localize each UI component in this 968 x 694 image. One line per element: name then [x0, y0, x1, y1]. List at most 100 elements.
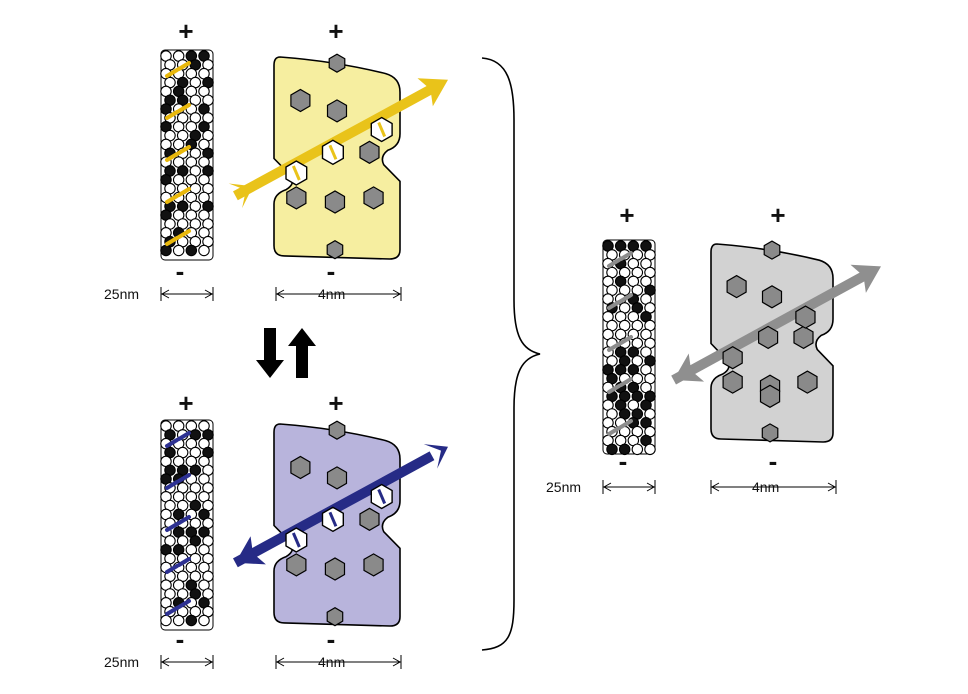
hexagon-subunit [326, 99, 348, 123]
panel-top: + - 25nm + - 4nm [104, 16, 448, 302]
channel-mark [328, 511, 338, 527]
hexagon-subunit [722, 370, 743, 394]
hexagon-subunit [290, 455, 311, 480]
microtubule-top [160, 49, 214, 261]
channel-mark [328, 144, 338, 160]
tube-helix-mark [165, 103, 191, 120]
hexagon-subunit [797, 370, 818, 394]
microtubule-bottom [160, 419, 214, 631]
tube-subunit [644, 443, 656, 456]
transport-arrow-head [850, 264, 881, 293]
double-arrow-icon [256, 328, 316, 378]
tube-helix-mark [607, 377, 633, 394]
tube-width-bar-right [602, 480, 656, 494]
tube-subunit [185, 614, 198, 627]
channel-mark [377, 121, 387, 138]
transport-arrow-head [235, 536, 266, 565]
hexagon-subunit [286, 553, 307, 577]
tube-helix-mark [607, 293, 633, 310]
tube-plus-label-top: + [178, 16, 193, 46]
tube-helix-mark [607, 251, 633, 268]
tube-subunit [185, 244, 198, 257]
hexagon-subunit [326, 607, 344, 627]
hexagon-subunit [324, 190, 346, 214]
tube-helix-mark [165, 599, 191, 616]
tube-subunit [198, 614, 210, 627]
slab-plus-label-top: + [328, 16, 343, 46]
tube-subunit [606, 443, 618, 456]
tube-subunit [631, 443, 644, 456]
hexagon-subunit [757, 325, 779, 350]
slab-plus-label-bottom: + [328, 388, 343, 418]
hexagon-subunit [761, 423, 779, 443]
panel-right: + - 25nm + - 4nm [546, 200, 881, 495]
channel-mark [377, 488, 387, 505]
hexagon-subunit [326, 466, 348, 490]
membrane-slab-bottom [233, 420, 448, 627]
slab-width-label-right: 4nm [752, 479, 779, 495]
slab-minus-label-bottom: - [327, 624, 336, 654]
tube-width-label-top: 25nm [104, 286, 139, 302]
transport-arrow-head [417, 78, 448, 107]
tube-subunit [160, 614, 172, 627]
hexagon-subunit [763, 240, 781, 260]
hexagon-subunit [761, 285, 783, 309]
hexagon-subunit [359, 140, 380, 164]
hexagon-subunit [793, 325, 814, 350]
hexagon-subunit [324, 557, 346, 581]
right-curly-brace-icon [481, 57, 541, 651]
tube-helix-mark [165, 431, 191, 448]
tube-minus-label-top: - [176, 256, 185, 286]
slab-width-bar-top [275, 287, 402, 301]
transport-arrow-tail [228, 183, 253, 209]
hexagon-subunit [363, 186, 384, 210]
tube-width-label-bottom: 25nm [104, 654, 139, 670]
transport-arrow-head [673, 353, 705, 382]
transport-arrow-tail [423, 444, 448, 469]
tube-helix-mark [165, 61, 191, 78]
tube-subunit [172, 614, 185, 627]
tube-helix-mark [165, 515, 191, 532]
hexagon-subunit [328, 420, 346, 440]
tube-helix-mark [607, 335, 633, 352]
tube-width-bar-bottom [160, 655, 214, 669]
hexagon-subunit [359, 507, 380, 531]
tube-helix-mark [165, 557, 191, 574]
tube-helix-mark [165, 229, 191, 246]
hexagon-subunit [722, 346, 743, 370]
slab-width-bar-bottom [275, 655, 402, 669]
tube-subunit [198, 244, 210, 257]
hexagon-subunit [363, 553, 384, 577]
hexagon-subunit [290, 88, 311, 113]
slab-width-bar-right [710, 480, 837, 494]
slab-plus-label-right: + [770, 200, 785, 230]
tube-width-bar-top [160, 287, 214, 301]
panel-bottom: + - 25nm + - 4nm [104, 388, 448, 670]
hexagon-subunit [326, 240, 344, 260]
tube-subunit [618, 443, 631, 456]
hexagon-subunit [328, 53, 346, 73]
tube-helix-mark [607, 419, 633, 436]
hexagon-subunit [795, 305, 816, 329]
slab-width-label-top: 4nm [318, 286, 345, 302]
microtubule-right [602, 239, 656, 456]
tube-plus-label-right: + [619, 200, 634, 230]
tube-helix-mark [165, 187, 191, 204]
channel-mark [291, 165, 301, 181]
slab-minus-label-right: - [769, 446, 778, 476]
tube-plus-label-bottom: + [178, 388, 193, 418]
hexagon-subunit [759, 384, 781, 408]
tube-minus-label-right: - [619, 446, 628, 476]
tube-helix-mark [165, 473, 191, 490]
tube-subunit [160, 244, 172, 257]
tube-minus-label-bottom: - [176, 624, 185, 654]
channel-mark [291, 532, 301, 548]
hexagon-subunit [286, 186, 307, 210]
tube-subunit [172, 244, 185, 257]
slab-width-label-bottom: 4nm [318, 654, 345, 670]
tube-helix-mark [165, 145, 191, 162]
membrane-slab-right [671, 240, 881, 443]
slab-minus-label-top: - [327, 256, 336, 286]
membrane-slab-top [228, 53, 448, 260]
